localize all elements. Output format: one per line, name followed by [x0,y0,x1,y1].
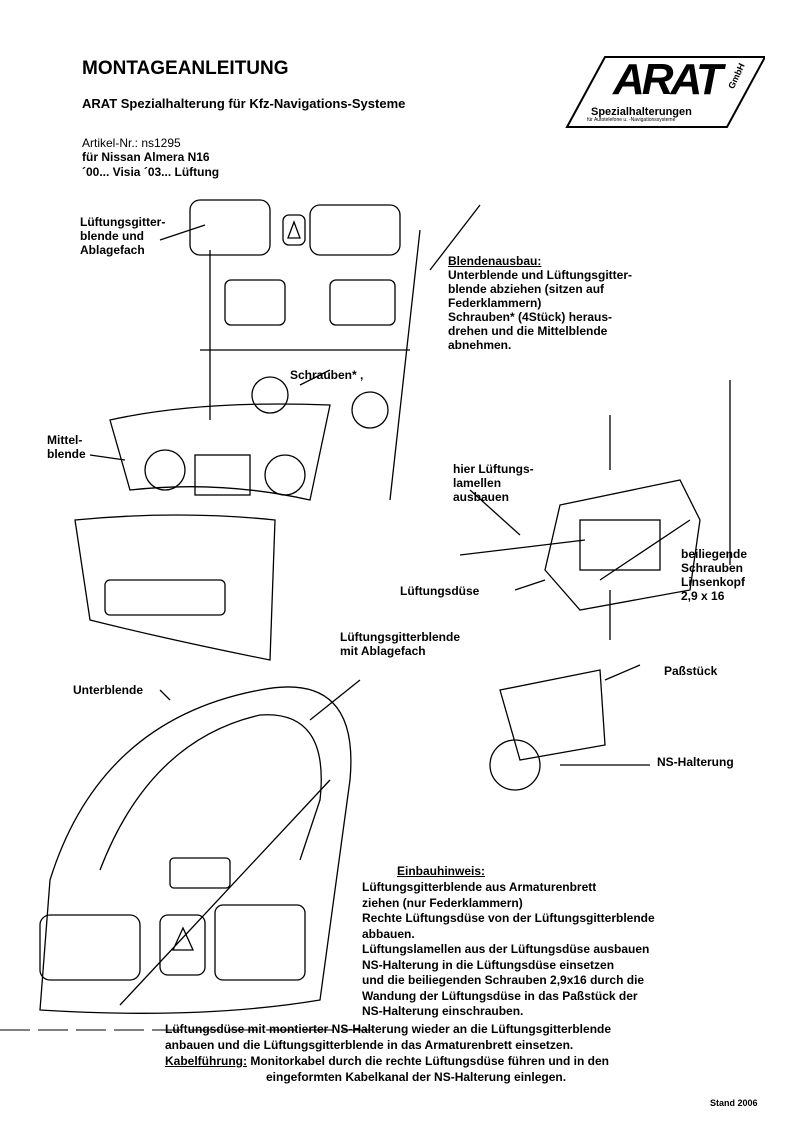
einbau-text: Lüftungsgitterblende aus Armaturenbrett … [362,880,655,1018]
label-lamellen: hier Lüftungs- lamellen ausbauen [453,462,534,504]
kabel-text: Monitorkabel durch die rechte Lüftungsdü… [247,1054,610,1068]
vehicle-detail: ´00... Visia ´03... Lüftung [82,165,220,179]
article-number: Artikel-Nr.: ns1295 [82,136,181,150]
kabel-heading: Kabelführung: [165,1054,247,1068]
einbau-heading: Einbauhinweis: [397,864,486,878]
label-gitterblende-ablagefach: Lüftungsgitterblende mit Ablagefach [340,630,460,658]
blendenausbau-text: Unterblende und Lüftungsgitter- blende a… [448,268,632,352]
label-lueftungsduese: Lüftungsdüse [400,584,480,598]
label-schrauben: Schrauben* , [290,368,364,382]
stand-date: Stand 2006 [710,1098,758,1108]
einbau-text-2: Lüftungsdüse mit montierter NS-Halterung… [165,1022,612,1052]
document-title: MONTAGEANLEITUNG [82,58,289,79]
subtitle: ARAT Spezialhalterung für Kfz-Navigation… [82,96,406,111]
label-ns-halterung: NS-Halterung [657,755,734,769]
label-beiliegende-schrauben: beiliegende Schrauben Linsenkopf 2,9 x 1… [681,547,748,603]
label-mittelblende: Mittel- blende [47,433,86,461]
label-passstueck: Paßstück [664,664,718,678]
arat-logo: ARAT GmbH Spezialhalterungen für Autotel… [565,55,767,130]
label-lueftungsgitterblende: Lüftungsgitter- blende und Ablagefach [80,215,166,257]
kabel-text-2: eingeformten Kabelkanal der NS-Halterung… [266,1070,567,1084]
blendenausbau-heading: Blendenausbau: [448,254,542,268]
vehicle: für Nissan Almera N16 [82,150,210,164]
kabelfuehrung: Kabelführung: Monitorkabel durch die rec… [165,1054,609,1068]
label-unterblende: Unterblende [73,683,144,697]
